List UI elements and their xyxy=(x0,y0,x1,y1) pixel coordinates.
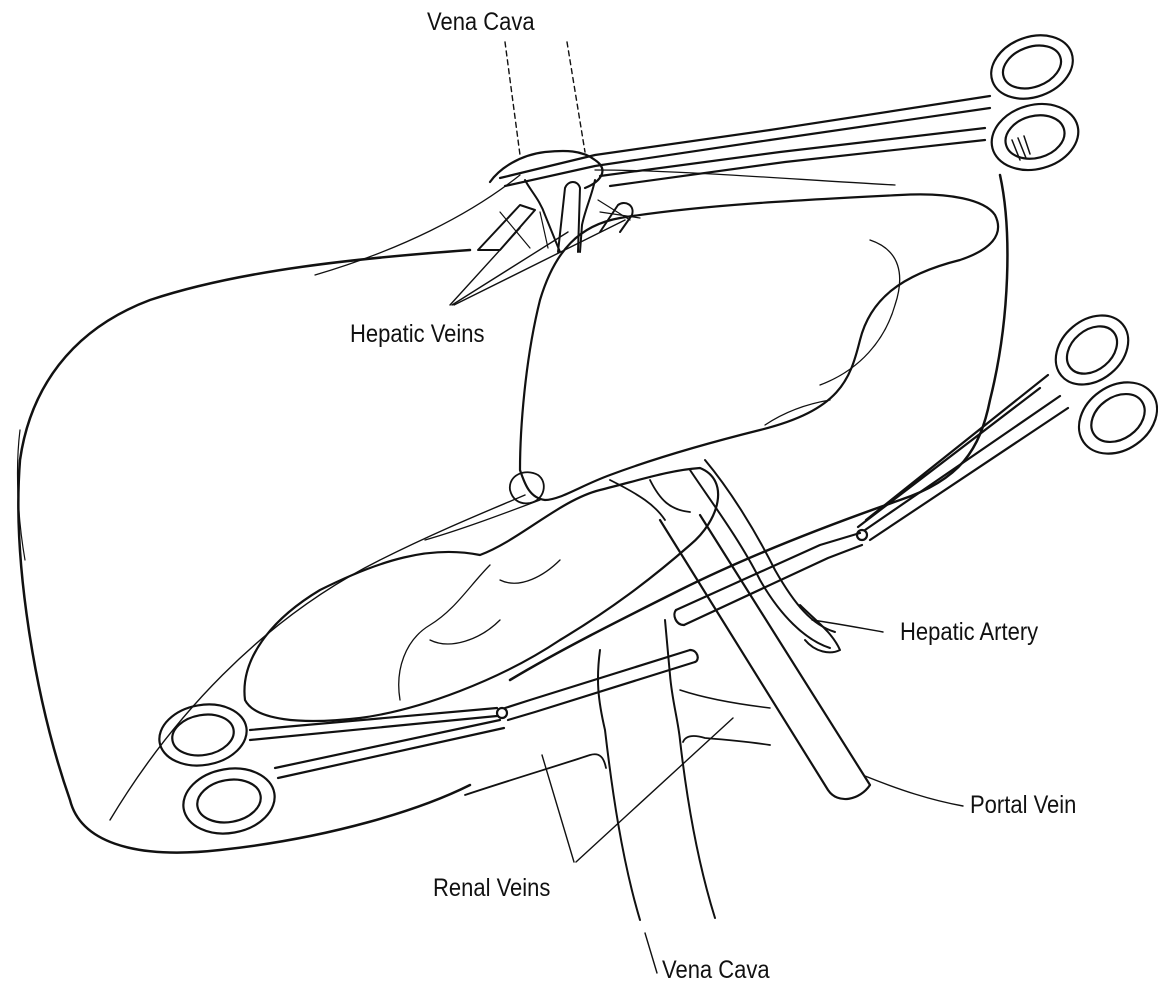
clamp-middle xyxy=(674,301,1158,625)
leader-hepatic-veins-2 xyxy=(452,232,568,305)
liver-right-edge xyxy=(510,175,1007,680)
clamp-top-ring-1 xyxy=(982,24,1081,109)
leader-renal-veins-1 xyxy=(542,755,574,862)
caudate-lobe-outline xyxy=(520,194,998,500)
bowel-fold-2 xyxy=(430,620,500,644)
hepatic-artery-stump xyxy=(800,605,840,652)
liver-lower-lobe-line xyxy=(110,495,525,820)
hepatic-vein-2 xyxy=(558,182,580,252)
bowel-fold-3 xyxy=(500,560,560,583)
clamp-middle-ring-2-inner xyxy=(1082,384,1154,452)
clamp-middle-ring-1-inner xyxy=(1058,317,1127,384)
clamp-bottom-ring-2 xyxy=(178,761,280,840)
clamp-top-ring-2 xyxy=(984,95,1086,180)
renal-vein-left xyxy=(465,754,606,795)
bowel-fold-1 xyxy=(399,565,490,700)
portal-vein-branch xyxy=(610,480,690,520)
leader-hepatic-veins-3 xyxy=(454,220,625,305)
clamp-top xyxy=(500,24,1086,186)
hepatic-vein-web xyxy=(500,200,640,248)
bowel-outline xyxy=(244,468,718,721)
clamp-bottom-handle xyxy=(250,708,504,778)
label-hepatic-veins: Hepatic Veins xyxy=(350,322,485,347)
portal-structures xyxy=(610,460,870,799)
label-hepatic-artery: Hepatic Artery xyxy=(900,620,1038,645)
leader-vena-cava-top-left xyxy=(505,42,520,155)
clamp-bottom-ring-1-inner xyxy=(169,710,237,760)
renal-vein-right xyxy=(683,736,770,745)
clamp-bottom-pivot xyxy=(497,708,507,718)
clamp-middle-ring-1 xyxy=(1042,301,1142,398)
clamp-bottom-ring-2-inner xyxy=(194,775,264,827)
clamp-middle-jaw-tip xyxy=(674,610,684,625)
liver-inner-contour-2 xyxy=(765,400,830,425)
clamp-bottom-jaw-tip xyxy=(690,650,698,662)
label-renal-veins: Renal Veins xyxy=(433,876,550,901)
liver-inner-contour-1 xyxy=(820,240,900,385)
liver-top-fold xyxy=(315,175,520,275)
clamp-middle-pivot xyxy=(857,530,867,540)
leader-vena-cava-bottom xyxy=(645,933,657,973)
label-portal-vein: Portal Vein xyxy=(970,793,1076,818)
clamp-middle-handle xyxy=(858,375,1068,540)
liver-inner-contour-3 xyxy=(425,500,540,540)
bowel-mass xyxy=(244,468,718,721)
leader-hepatic-veins-1 xyxy=(450,228,520,305)
renal-vein-right-top xyxy=(680,690,770,708)
liver xyxy=(18,170,1008,853)
clamp-top-shaft xyxy=(770,96,990,140)
label-vena-cava-bottom: Vena Cava xyxy=(662,958,770,983)
clamp-top-ring-2-inner xyxy=(1001,109,1070,165)
leader-portal-vein xyxy=(865,776,963,806)
leader-vena-cava-top-right xyxy=(567,42,585,152)
label-vena-cava-top: Vena Cava xyxy=(427,10,535,35)
leader-renal-veins-2 xyxy=(576,718,733,862)
